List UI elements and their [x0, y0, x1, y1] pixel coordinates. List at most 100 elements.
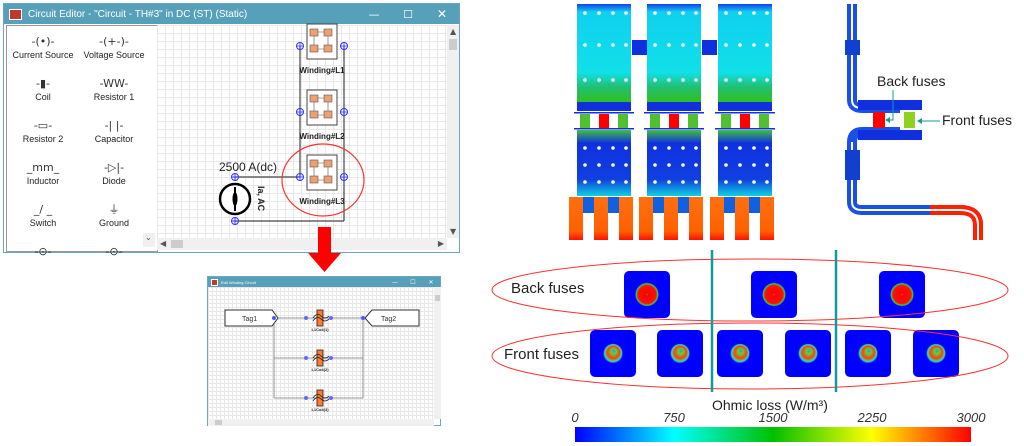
busbar-column: [639, 4, 704, 240]
resistor-zigzag-icon: -WW-: [99, 77, 129, 90]
source-name-label: Ia, AC: [256, 186, 266, 212]
circuit-canvas[interactable]: [157, 25, 447, 238]
window-title: Circuit Editor - "Circuit - TH#3" in DC …: [28, 8, 248, 20]
horizontal-scrollbar[interactable]: ◀ ▶: [157, 238, 447, 250]
app-icon: [9, 8, 22, 20]
coil-label: L1Coil(2): [311, 367, 329, 372]
front-fuse-mark: [904, 112, 915, 128]
coil-icon: -▮-: [36, 77, 50, 90]
palette-item[interactable]: -⊙-: [7, 244, 79, 260]
scroll-thumb[interactable]: [215, 420, 222, 425]
scroll-thumb[interactable]: [171, 240, 183, 248]
palette-item[interactable]: -(•)- Current Source: [7, 34, 79, 60]
front-fuse-section: [845, 330, 891, 377]
chevron-down-icon[interactable]: ▼: [450, 227, 457, 236]
busbar-loss-plot: [569, 4, 775, 240]
meter-icon: -⊙-: [34, 245, 52, 258]
colorbar-tick-label: 3000: [956, 410, 986, 425]
vertical-scrollbar[interactable]: ▲ ▼: [447, 25, 459, 238]
palette-item[interactable]: -▮-Coil: [7, 76, 79, 102]
tag-right-label: Tag2: [381, 316, 396, 323]
front-fuse-section: [590, 330, 636, 377]
inductor-icon: _mm_: [26, 161, 60, 174]
front-fuse-section: [785, 330, 831, 377]
front-fuse-section: [717, 330, 763, 377]
tag-left[interactable]: [224, 309, 279, 327]
palette-item-label: Current Source: [12, 50, 74, 60]
horizontal-scrollbar[interactable]: [208, 419, 434, 426]
back-fuse-section: [879, 271, 925, 318]
front-fuses-side-label: Front fuses: [942, 112, 1013, 128]
current-source-icon[interactable]: [218, 182, 252, 216]
chevron-left-icon[interactable]: ◀: [160, 239, 167, 248]
vertical-scrollbar[interactable]: [434, 287, 441, 419]
winding-block[interactable]: Winding#L3: [296, 154, 348, 206]
minimize-button[interactable]: —: [392, 278, 398, 286]
chevron-right-icon[interactable]: ▶: [437, 239, 444, 248]
palette-item[interactable]: -| |-Capacitor: [78, 118, 150, 144]
fuse-cross-sections: [491, 250, 1009, 392]
front-fuses-row-label: Front fuses: [504, 346, 580, 363]
chevron-down-icon[interactable]: ⌄: [145, 233, 152, 242]
window-title: Edit Winding Circuit: [221, 279, 256, 285]
diode-icon: -▷|-: [103, 161, 125, 174]
palette-scrollbar[interactable]: ⌄: [143, 233, 155, 247]
back-fuses-ellipse: [491, 258, 1009, 322]
chevron-up-icon[interactable]: ▲: [450, 27, 457, 36]
palette-item-label: Voltage Source: [83, 50, 145, 60]
winding-label: Winding#L3: [299, 197, 345, 206]
colorbar-title: Ohmic loss (W/m³): [712, 397, 828, 413]
scroll-thumb[interactable]: [449, 39, 457, 50]
back-fuses-row-label: Back fuses: [511, 280, 585, 297]
close-button[interactable]: ✕: [436, 7, 448, 21]
title-bar: Edit Winding Circuit — ☐ ✕: [208, 277, 440, 287]
coil-label: L1Coil(3): [311, 407, 329, 412]
palette-item[interactable]: -▷|- Diode: [78, 160, 150, 186]
palette-item[interactable]: _/ _Switch: [7, 202, 79, 228]
back-fuse-section: [624, 271, 670, 318]
front-fuses-ellipse: [491, 322, 1009, 390]
close-button[interactable]: ✕: [428, 278, 434, 286]
scroll-thumb[interactable]: [435, 295, 440, 301]
coil-icon[interactable]: L1Coil(3): [304, 389, 333, 412]
coil-label: L1Coil(1): [311, 327, 329, 332]
winding-block[interactable]: Winding#L2: [296, 89, 348, 141]
highlight-circle: [281, 143, 365, 217]
palette-item-label: Diode: [102, 176, 126, 186]
winding-label: Winding#L1: [299, 66, 345, 75]
busbar-link: [632, 40, 647, 55]
winding-block[interactable]: Winding#L1: [296, 23, 348, 75]
colorbar: [575, 427, 971, 442]
palette-item[interactable]: -▭-Resistor 2: [7, 118, 79, 144]
busbar-column: [710, 4, 775, 240]
back-fuse-section: [751, 271, 797, 318]
capacitor-icon: -| |-: [104, 119, 124, 132]
palette-item[interactable]: ⏚Ground: [78, 202, 150, 228]
front-fuse-section: [657, 330, 703, 377]
palette-item-label: Resistor 1: [93, 92, 135, 102]
palette-item[interactable]: _mm_ Inductor: [7, 160, 79, 186]
source-value-label: 2500 A(dc): [219, 160, 277, 174]
maximize-button[interactable]: ☐: [410, 278, 416, 286]
palette-item[interactable]: -⊙-: [78, 244, 150, 260]
palette-item-label: Resistor 2: [22, 134, 64, 144]
coil-icon[interactable]: L1Coil(2): [304, 349, 333, 372]
coil-icon[interactable]: L1Coil(1): [304, 309, 333, 332]
palette-item-label: Inductor: [26, 176, 60, 186]
front-fuse-section: [913, 330, 959, 377]
winding-label: Winding#L2: [299, 132, 345, 141]
tag-left-label: Tag1: [242, 316, 257, 323]
title-bar: Circuit Editor - "Circuit - TH#3" in DC …: [4, 4, 459, 24]
minimize-button[interactable]: —: [368, 7, 380, 21]
switch-icon: _/ _: [33, 203, 53, 216]
tag-right[interactable]: [364, 309, 420, 327]
palette-item[interactable]: -(+-)- Voltage Source: [78, 34, 150, 60]
current-source-icon: -(•)-: [31, 35, 55, 48]
colorbar-tick-label: 0: [571, 410, 579, 425]
maximize-button[interactable]: ☐: [403, 7, 413, 21]
colorbar-tick-label: 1500: [758, 410, 788, 425]
back-fuses-side-label: Back fuses: [877, 73, 946, 89]
voltage-source-icon: -(+-)-: [99, 35, 129, 48]
palette-item[interactable]: -WW- Resistor 1: [78, 76, 150, 102]
